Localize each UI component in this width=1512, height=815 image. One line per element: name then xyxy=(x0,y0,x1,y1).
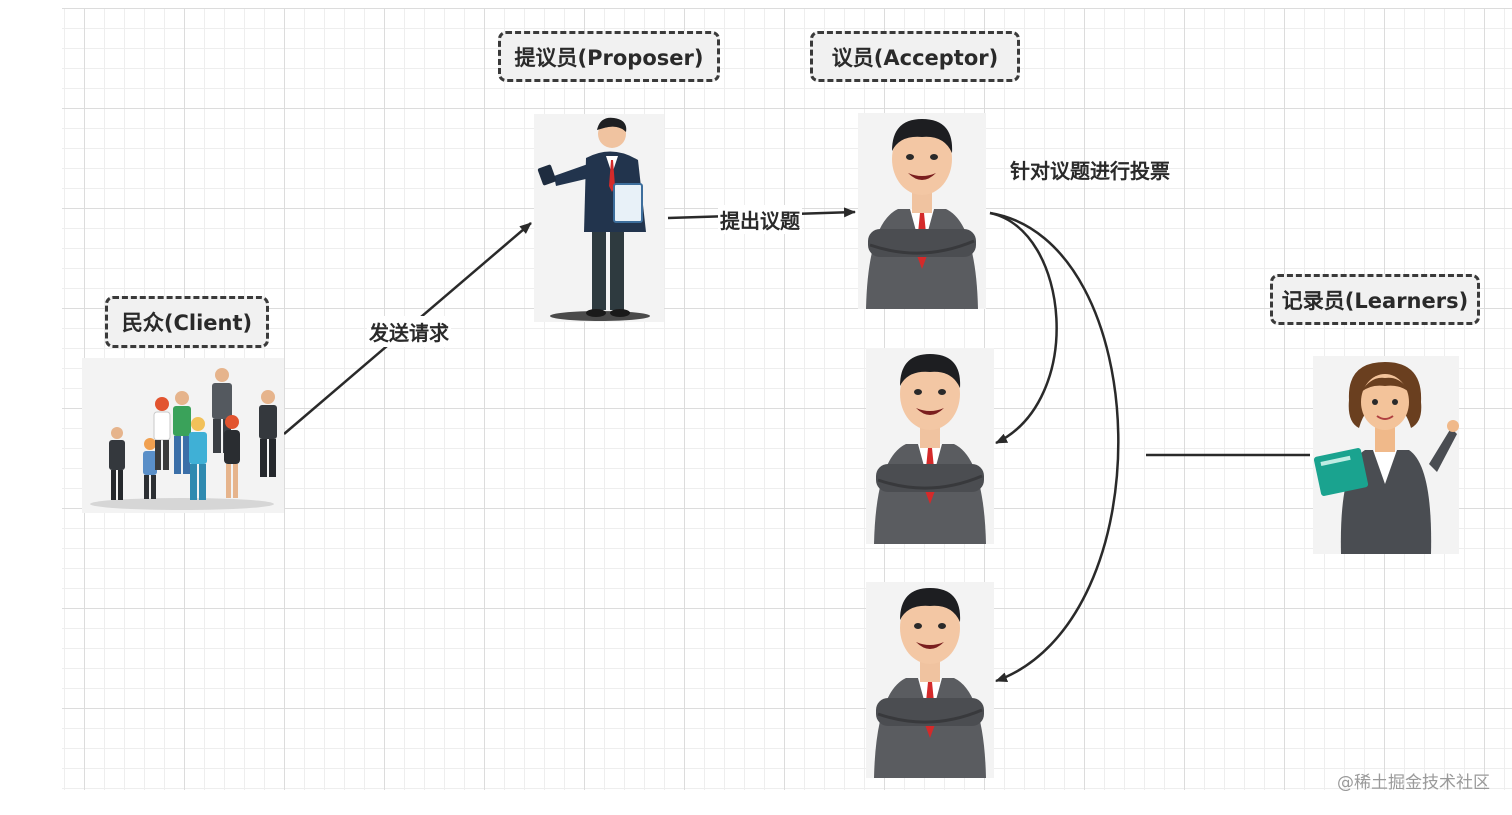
person-8 xyxy=(259,390,277,477)
acceptor-illustration-1 xyxy=(858,113,986,309)
proposer-tag: 提议员(Proposer) xyxy=(498,31,720,82)
person-1 xyxy=(109,427,125,500)
proposer-illustration xyxy=(534,114,664,322)
acceptor-tag: 议员(Acceptor) xyxy=(810,31,1020,82)
person-5 xyxy=(189,417,207,500)
watermark-text: @稀土掘金技术社区 xyxy=(1337,773,1490,793)
acceptor-to-acceptor3-arrow xyxy=(989,211,1120,683)
send-request-label: 发送请求 xyxy=(367,316,451,347)
learner-illustration xyxy=(1313,356,1459,554)
acceptor-to-acceptor2-arrow xyxy=(989,211,1058,445)
vote-on-topic-label: 针对议题进行投票 xyxy=(1010,159,1170,183)
client-tag: 民众(Client) xyxy=(105,296,269,348)
learner-tag: 记录员(Learners) xyxy=(1270,274,1480,325)
person-4 xyxy=(173,391,191,474)
person-3 xyxy=(153,397,171,470)
person-7 xyxy=(224,415,240,498)
propose-topic-label: 提出议题 xyxy=(718,205,802,234)
client-crowd-illustration xyxy=(82,358,284,513)
grid-background xyxy=(62,8,1512,790)
acceptor-illustration-3 xyxy=(866,582,994,778)
person-2 xyxy=(143,438,157,499)
acceptor-illustration-2 xyxy=(866,348,994,544)
